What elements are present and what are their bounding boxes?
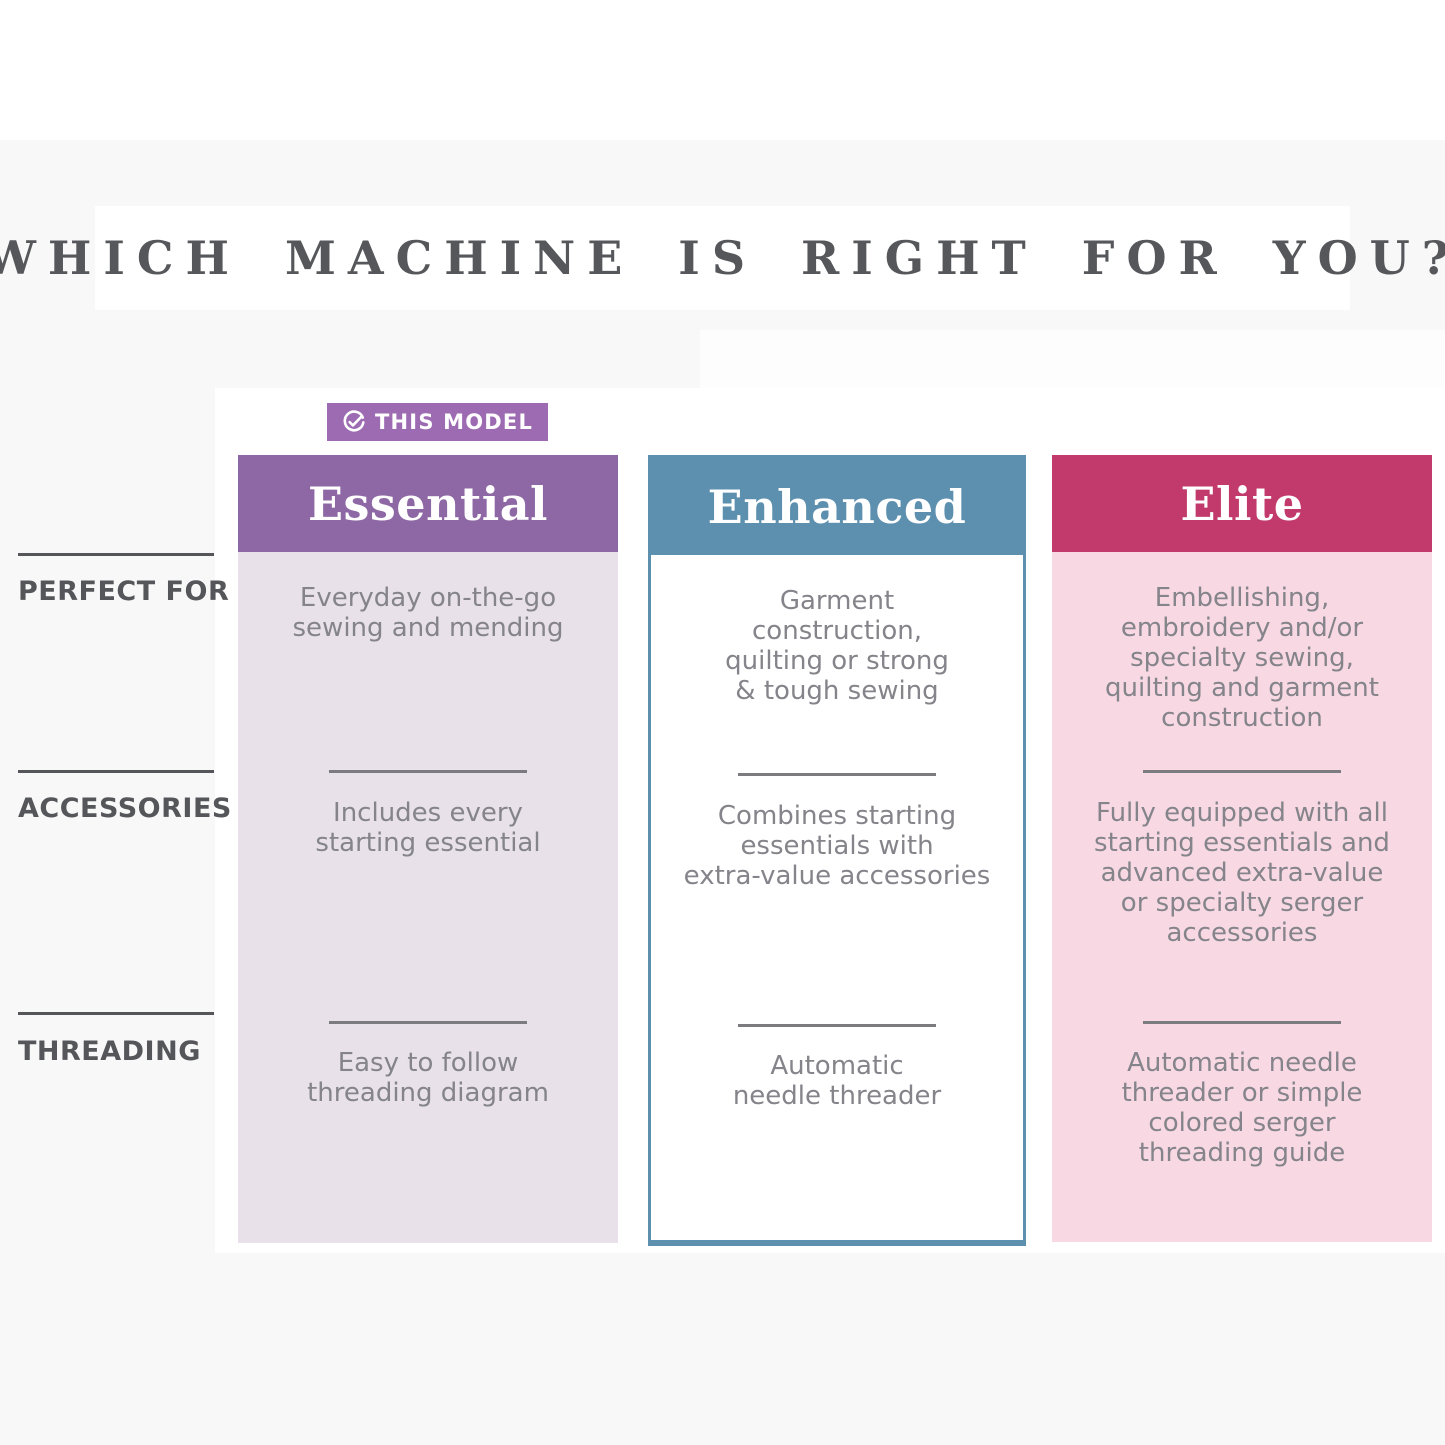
cell-enhanced-perfect-for: Garment construction, quilting or strong… xyxy=(725,586,949,706)
cell-divider xyxy=(1143,770,1341,773)
column-essential: Essential Everyday on-the-go sewing and … xyxy=(238,455,618,1243)
column-elite: Elite Embellishing, embroidery and/or sp… xyxy=(1052,455,1432,1242)
check-circle-icon xyxy=(342,410,366,434)
this-model-badge-label: THIS MODEL xyxy=(375,410,534,434)
cell-divider xyxy=(738,1024,936,1027)
column-enhanced: Enhanced Garment construction, quilting … xyxy=(648,455,1026,1246)
cell-elite-perfect-for: Embellishing, embroidery and/or specialt… xyxy=(1105,583,1379,733)
row-rule-threading xyxy=(18,1012,214,1015)
row-label-perfect-for: PERFECT FOR xyxy=(18,576,230,607)
column-header-enhanced: Enhanced xyxy=(651,458,1023,555)
column-title-elite: Elite xyxy=(1180,476,1304,531)
background-patch xyxy=(700,330,1445,390)
cell-divider xyxy=(329,1021,527,1024)
cell-divider xyxy=(1143,1021,1341,1024)
cell-essential-perfect-for: Everyday on-the-go sewing and mending xyxy=(292,583,564,643)
cell-elite-accessories: Fully equipped with all starting essenti… xyxy=(1094,798,1390,948)
cell-divider xyxy=(329,770,527,773)
row-label-accessories: ACCESSORIES xyxy=(18,793,232,824)
column-header-elite: Elite xyxy=(1052,455,1432,552)
page-title: WHICH MACHINE IS RIGHT FOR YOU? xyxy=(0,231,1445,285)
cell-enhanced-accessories: Combines starting essentials with extra-… xyxy=(683,801,991,891)
cell-divider xyxy=(738,773,936,776)
top-background-band xyxy=(0,0,1445,140)
column-title-essential: Essential xyxy=(307,476,549,531)
cell-essential-threading: Easy to follow threading diagram xyxy=(307,1048,549,1108)
column-title-enhanced: Enhanced xyxy=(707,479,967,534)
cell-elite-threading: Automatic needle threader or simple colo… xyxy=(1121,1048,1363,1168)
cell-essential-accessories: Includes every starting essential xyxy=(315,798,541,858)
row-rule-perfect-for xyxy=(18,553,214,556)
title-band: WHICH MACHINE IS RIGHT FOR YOU? xyxy=(0,206,1445,310)
cell-enhanced-threading: Automatic needle threader xyxy=(732,1051,942,1111)
row-label-threading: THREADING xyxy=(18,1036,201,1067)
column-header-essential: Essential xyxy=(238,455,618,552)
row-rule-accessories xyxy=(18,770,214,773)
this-model-badge: THIS MODEL xyxy=(327,403,549,441)
